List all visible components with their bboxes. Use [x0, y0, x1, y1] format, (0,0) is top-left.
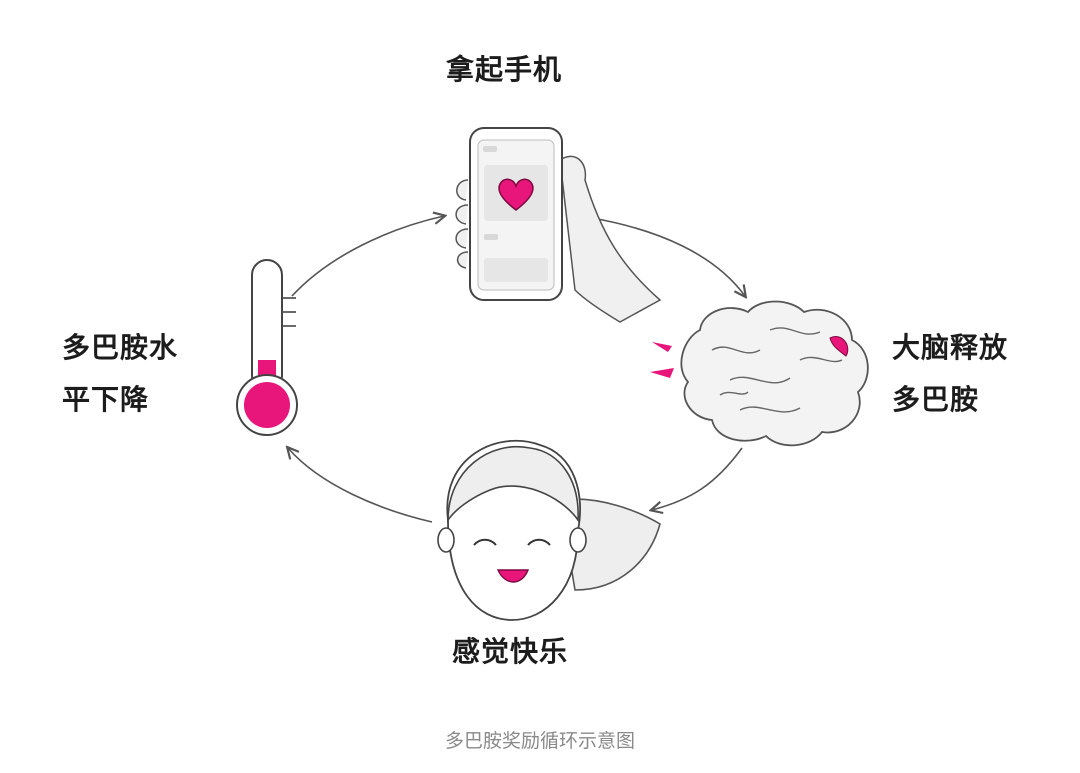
- label-drop-line-2: 平下降: [62, 383, 150, 416]
- thermometer-icon: [236, 259, 298, 436]
- label-feel-happy: 感觉快乐: [452, 635, 569, 668]
- dopamine-cycle-diagram: [236, 127, 869, 621]
- brain-icon: [650, 300, 869, 447]
- phone-icon: [469, 127, 563, 301]
- label-brain-line-1: 大脑释放: [892, 331, 1009, 364]
- label-brain-release-dopamine: 大脑释放 多巴胺: [892, 322, 1008, 426]
- arrow-thermometer-to-phone: [291, 216, 444, 297]
- arrow-face-to-thermometer: [288, 448, 433, 523]
- arrow-phone-to-brain: [591, 217, 745, 296]
- arrow-brain-to-face: [652, 447, 743, 510]
- smiling-face-icon: [437, 439, 661, 621]
- heart-icon: [498, 178, 534, 211]
- label-brain-line-2: 多巴胺: [892, 383, 980, 416]
- figure-caption: 多巴胺奖励循环示意图: [444, 730, 635, 752]
- label-dopamine-drop: 多巴胺水 平下降: [62, 322, 178, 426]
- label-drop-line-1: 多巴胺水: [62, 331, 179, 364]
- label-pick-up-phone: 拿起手机: [446, 53, 563, 86]
- hand-icon: [455, 155, 662, 323]
